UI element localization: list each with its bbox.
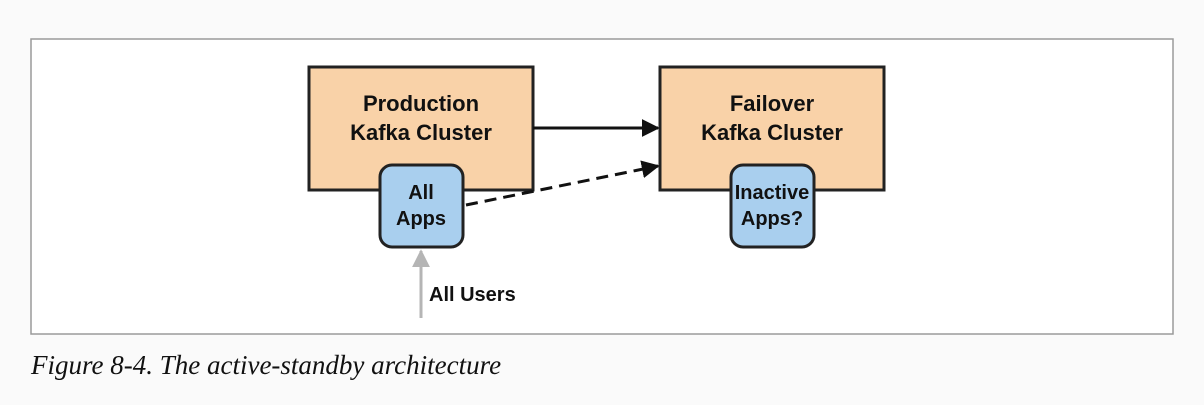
all-apps-label-line2: Apps	[396, 208, 446, 230]
inactive-apps-label-line2: Apps?	[741, 208, 803, 230]
production-cluster-label-line1: Production	[363, 91, 479, 116]
inactive-apps-box: Inactive Apps?	[729, 163, 816, 249]
failover-cluster-label-line2: Kafka Cluster	[701, 120, 843, 145]
figure-frame	[30, 38, 1174, 335]
all-apps-box: All Apps	[378, 163, 465, 249]
figure-caption: Figure 8-4. The active-standby architect…	[30, 350, 501, 380]
inactive-apps-label-line1: Inactive	[735, 182, 809, 204]
all-apps-label-line1: All	[408, 182, 434, 204]
all-users-label: All Users	[429, 284, 516, 306]
failover-dashed-arrow	[465, 160, 660, 207]
failover-cluster-label-line1: Failover	[730, 91, 815, 116]
production-cluster-label-line2: Kafka Cluster	[350, 120, 492, 145]
